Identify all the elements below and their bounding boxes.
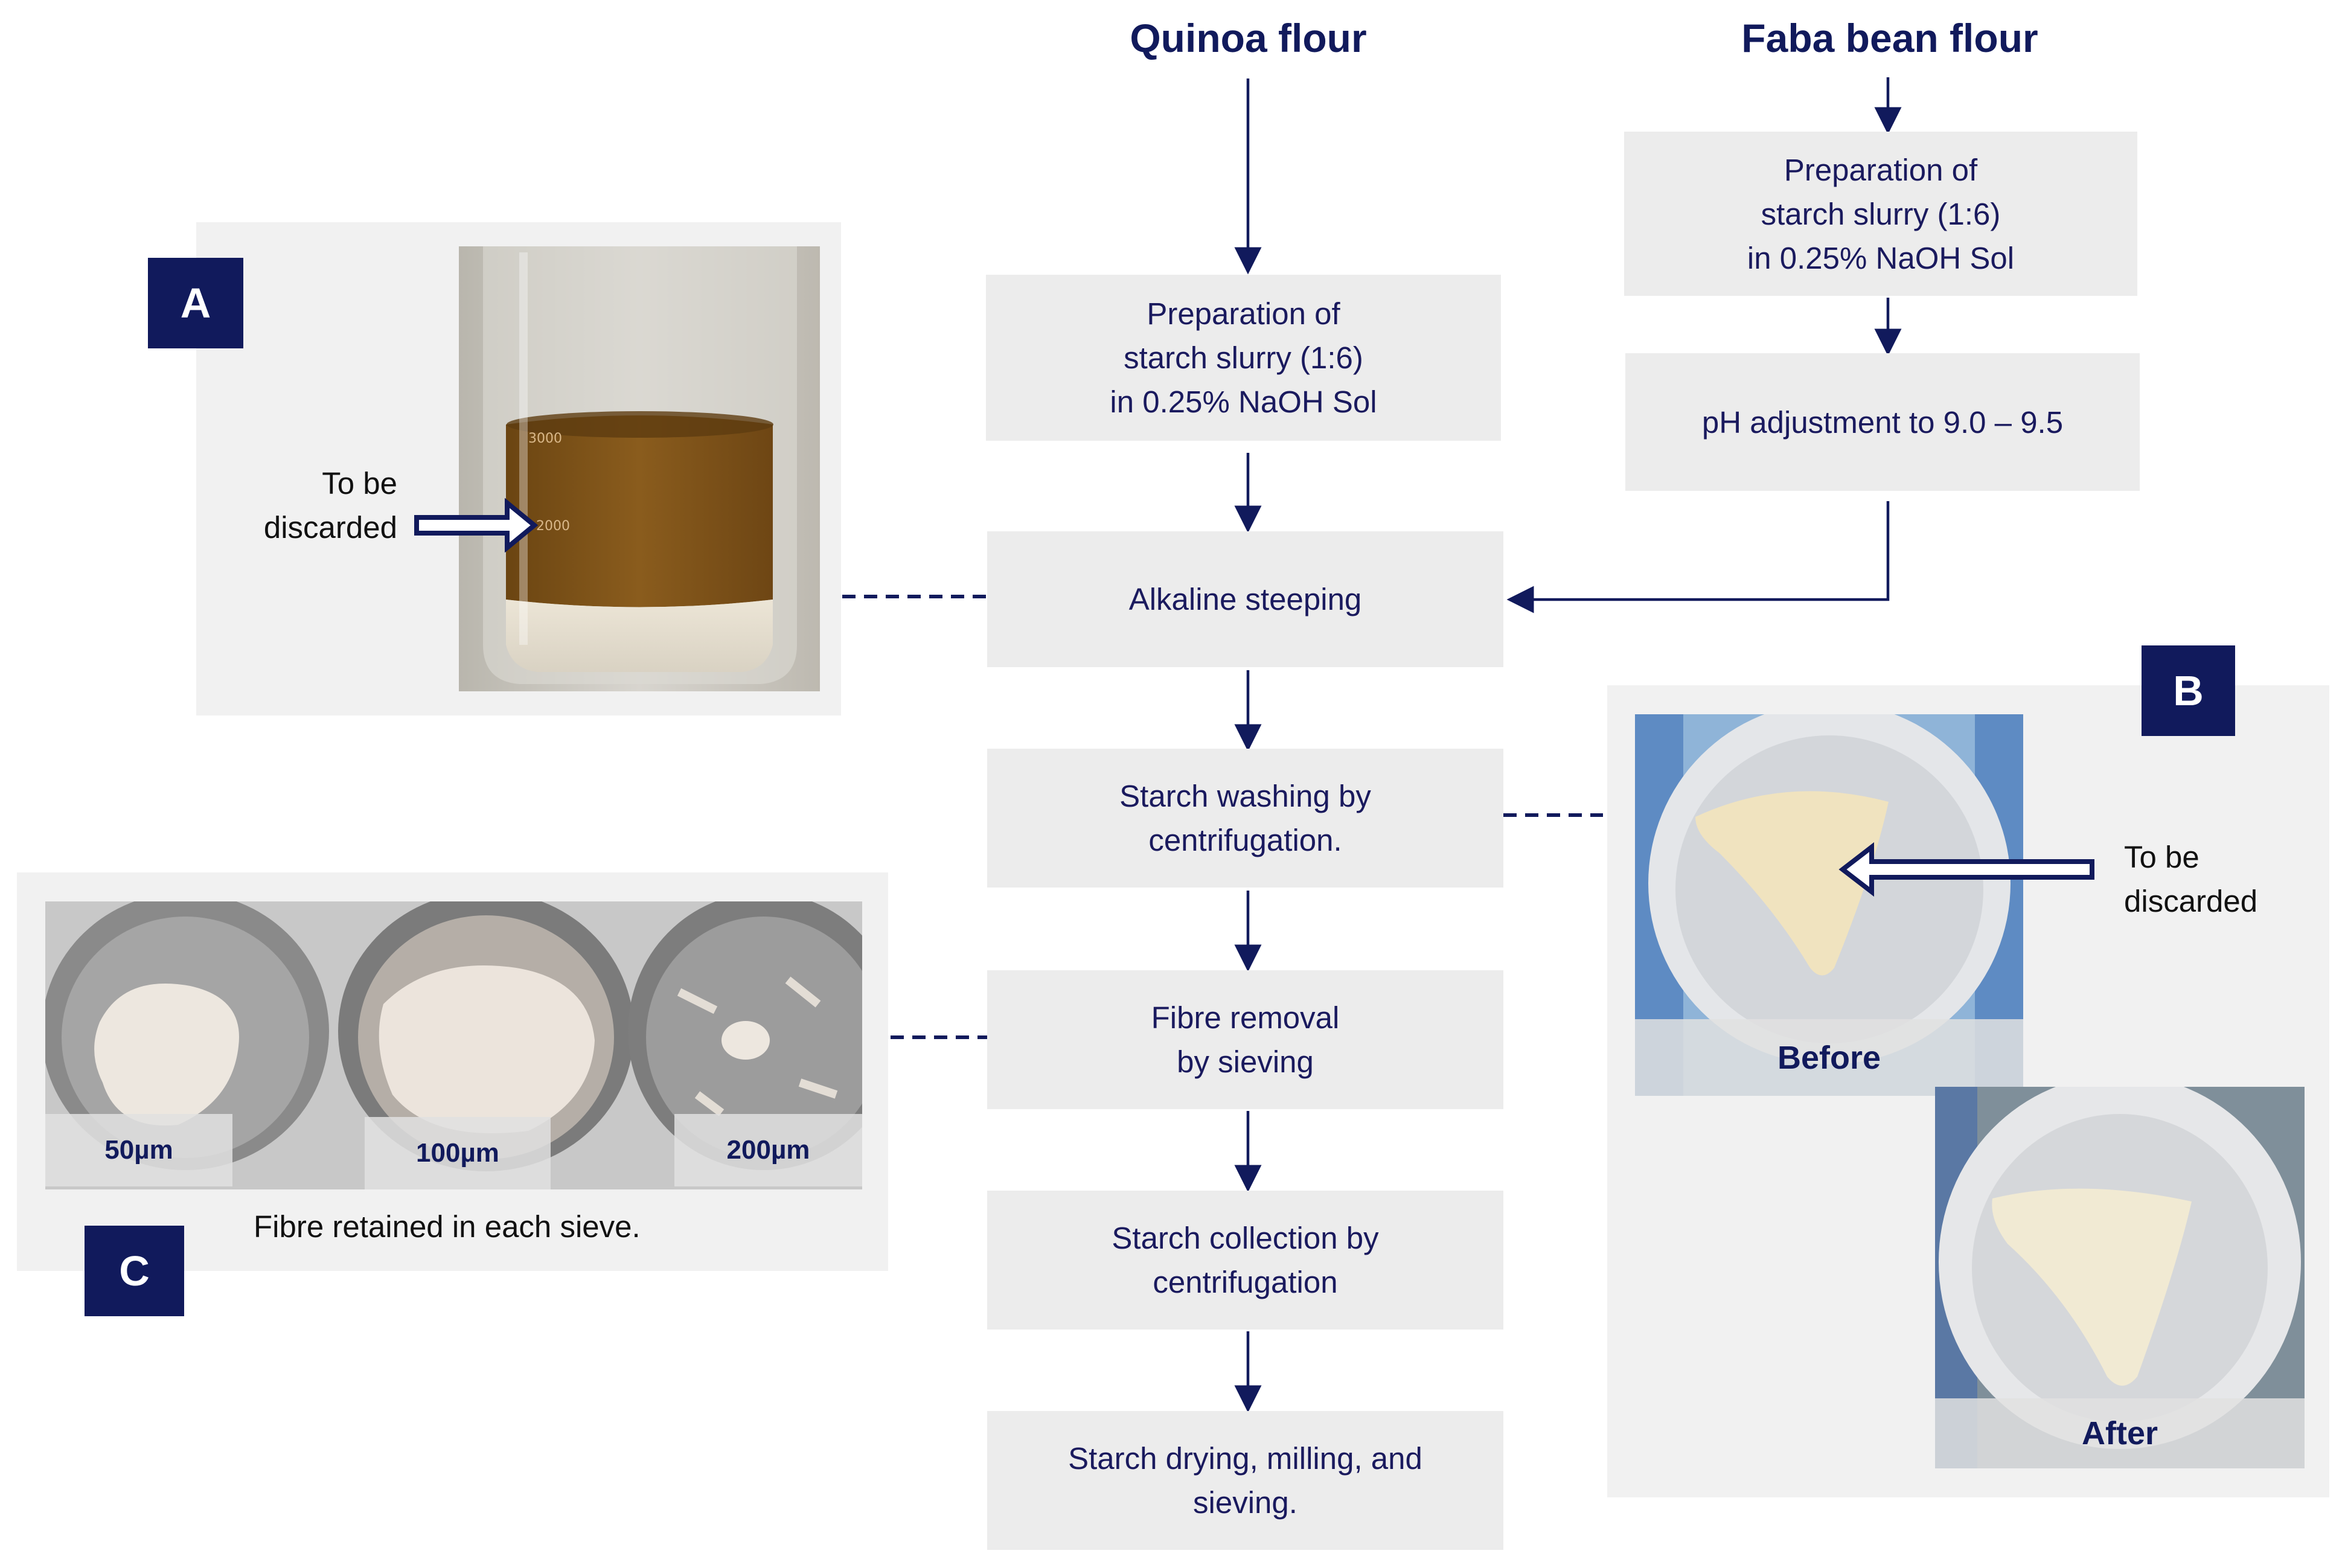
panel-b-badge: B — [2142, 645, 2235, 736]
after-label: After — [1935, 1398, 2305, 1468]
faba-bean-flour-title: Faba bean flour — [1741, 16, 2038, 60]
sieve-label-200um: 200µm — [674, 1114, 862, 1186]
beaker-mark-3000: 3000 — [528, 431, 562, 446]
before-label: Before — [1635, 1019, 2023, 1096]
panel-a-discard-note: To be discarded — [263, 466, 397, 545]
arrow-ph-to-alkaline — [1506, 501, 1890, 613]
beaker-mark-2000: 2000 — [536, 519, 570, 534]
alkaline-steeping-box: Alkaline steeping — [987, 531, 1503, 667]
beaker-illustration: 3000 2000 — [459, 246, 820, 691]
sieve-label-50um: 50µm — [45, 1114, 232, 1186]
ph-adjustment-box: pH adjustment to 9.0 – 9.5 — [1625, 353, 2140, 491]
panel-b-discard-note: To be discarded — [2124, 840, 2258, 918]
panel-a-discard-arrow — [414, 498, 539, 552]
starch-washing-box: Starch washing by centrifugation. — [987, 749, 1503, 888]
starch-collection-box: Starch collection by centrifugation — [987, 1191, 1503, 1330]
panel-a-badge: A — [148, 258, 243, 348]
faba-slurry-prep-box: Preparation of starch slurry (1:6) in 0.… — [1624, 132, 2137, 296]
starch-drying-box: Starch drying, milling, and sieving. — [987, 1411, 1503, 1550]
sieve-label-100um: 100µm — [365, 1117, 551, 1189]
fibre-removal-box: Fibre removal by sieving — [987, 970, 1503, 1109]
panel-b-discard-arrow — [1838, 842, 2094, 897]
panel-c-caption: Fibre retained in each sieve. — [254, 1209, 641, 1244]
beaker-photo: 3000 2000 — [459, 246, 820, 691]
panel-c-badge: C — [85, 1226, 184, 1316]
quinoa-flour-title: Quinoa flour — [1130, 16, 1367, 60]
quinoa-slurry-prep-box: Preparation of starch slurry (1:6) in 0.… — [986, 275, 1501, 441]
